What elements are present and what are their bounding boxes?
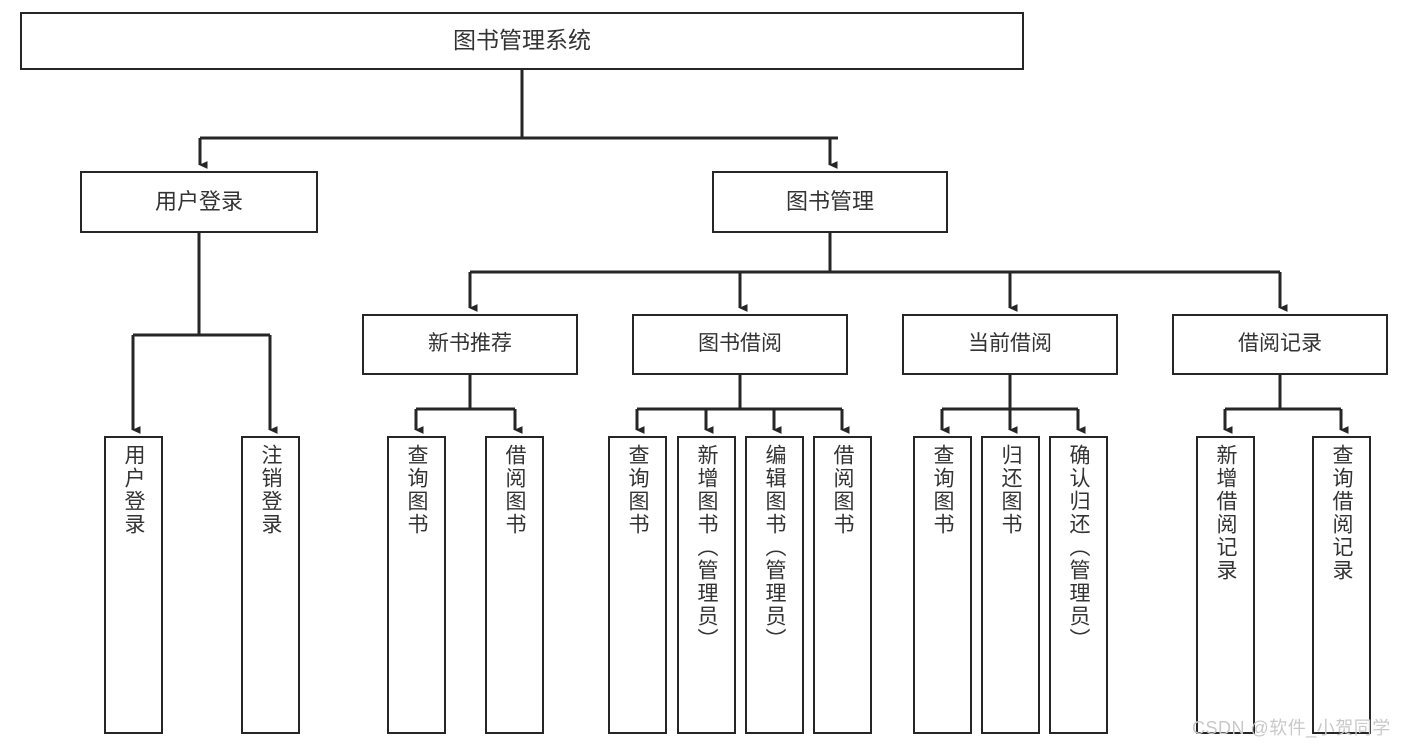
node-book-management[interactable]: 图书管理 [712, 171, 948, 233]
node-label: 借阅记录 [1238, 332, 1322, 356]
leaf-borrow-book-recommend[interactable]: 借阅图书 [485, 436, 544, 734]
node-label: 图书管理系统 [453, 27, 591, 54]
leaf-borrow-book[interactable]: 借阅图书 [813, 436, 872, 734]
node-label: 查询图书 [931, 444, 954, 536]
node-label: 用户登录 [122, 444, 145, 536]
node-root-system[interactable]: 图书管理系统 [20, 12, 1024, 70]
leaf-add-book-admin[interactable]: 新增图书（管理员） [677, 436, 736, 734]
node-current-borrow[interactable]: 当前借阅 [902, 314, 1118, 375]
leaf-user-login[interactable]: 用户登录 [104, 436, 163, 734]
node-borrow-record[interactable]: 借阅记录 [1172, 314, 1388, 375]
node-label: 查询图书 [405, 444, 428, 536]
node-label: 图书管理 [785, 189, 874, 215]
node-label: 新书推荐 [428, 332, 512, 356]
leaf-logout[interactable]: 注销登录 [241, 436, 300, 734]
node-user-login[interactable]: 用户登录 [80, 171, 318, 233]
leaf-query-book-current[interactable]: 查询图书 [913, 436, 972, 734]
node-label: 注销登录 [259, 444, 282, 536]
node-label: 新增图书（管理员） [695, 444, 718, 651]
node-new-book-recommend[interactable]: 新书推荐 [362, 314, 578, 375]
node-label: 新增借阅记录 [1214, 444, 1237, 582]
node-label: 查询借阅记录 [1330, 444, 1353, 582]
leaf-confirm-return-admin[interactable]: 确认归还（管理员） [1049, 436, 1108, 734]
node-label: 图书借阅 [698, 332, 782, 356]
csdn-watermark: CSDN @软件_小贺同学 [1192, 718, 1391, 738]
node-label: 编辑图书（管理员） [763, 444, 786, 651]
leaf-return-book[interactable]: 归还图书 [981, 436, 1040, 734]
leaf-query-book[interactable]: 查询图书 [608, 436, 667, 734]
node-label: 当前借阅 [968, 332, 1052, 356]
node-label: 查询图书 [626, 444, 649, 536]
leaf-edit-book-admin[interactable]: 编辑图书（管理员） [745, 436, 804, 734]
node-label: 归还图书 [999, 444, 1022, 536]
node-label: 借阅图书 [503, 444, 526, 536]
node-label: 确认归还（管理员） [1067, 444, 1090, 651]
leaf-query-borrow-record[interactable]: 查询借阅记录 [1312, 436, 1371, 734]
node-book-borrow[interactable]: 图书借阅 [632, 314, 848, 375]
leaf-query-book-recommend[interactable]: 查询图书 [387, 436, 446, 734]
leaf-add-borrow-record[interactable]: 新增借阅记录 [1196, 436, 1255, 734]
node-label: 借阅图书 [831, 444, 854, 536]
node-label: 用户登录 [154, 189, 243, 215]
